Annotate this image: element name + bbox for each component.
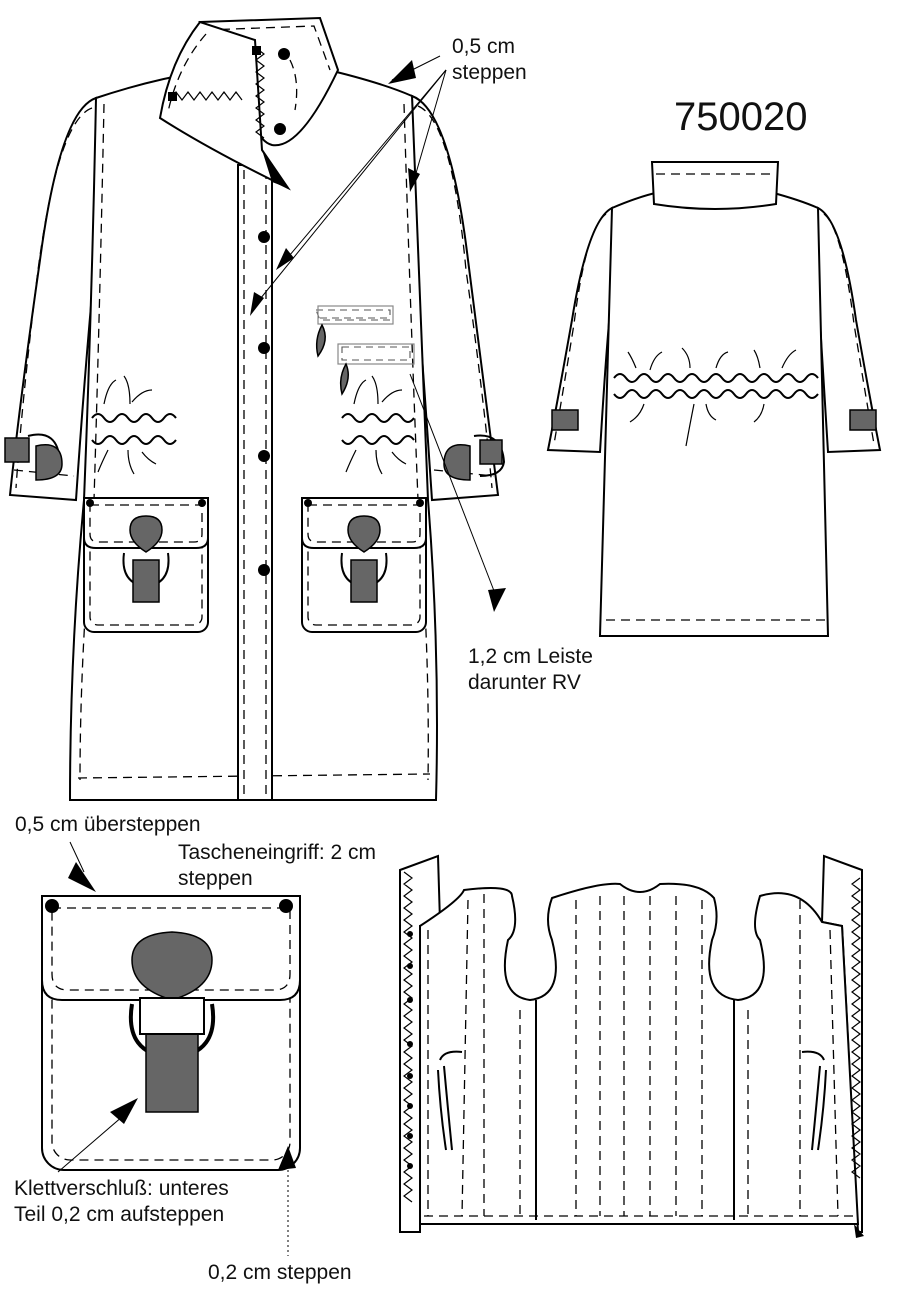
right-sleeve-tab bbox=[443, 434, 506, 481]
button-icon bbox=[258, 342, 270, 354]
front-left-pocket bbox=[83, 497, 209, 633]
right-waist-gathering bbox=[341, 375, 415, 475]
left-waist-gathering bbox=[91, 375, 177, 475]
back-view-jacket bbox=[546, 161, 882, 637]
placket-zip-label: 1,2 cm Leiste darunter RV bbox=[468, 645, 593, 694]
left-sleeve-tab bbox=[4, 433, 63, 481]
back-waist-gathering bbox=[613, 347, 819, 447]
top-callout-arrows bbox=[250, 55, 506, 612]
model-number: 750020 bbox=[674, 95, 808, 139]
chest-zipper-pockets bbox=[315, 305, 415, 396]
front-right-pocket bbox=[301, 497, 427, 633]
front-view-jacket bbox=[4, 16, 506, 801]
lining-inside-view bbox=[399, 854, 864, 1238]
back-body bbox=[598, 191, 830, 637]
back-collar bbox=[650, 161, 780, 210]
collar-stitch-label: 0,5 cm steppen bbox=[452, 35, 527, 84]
edge-stitch-label: 0,2 cm steppen bbox=[208, 1261, 352, 1284]
button-icon bbox=[258, 231, 270, 243]
pocket-detail bbox=[41, 841, 301, 1256]
placket-buttons bbox=[258, 231, 270, 576]
button-icon bbox=[258, 450, 270, 462]
button-icon bbox=[258, 564, 270, 576]
front-left-sleeve bbox=[8, 96, 97, 502]
velcro-label: Klettverschluß: unteres Teil 0,2 cm aufs… bbox=[14, 1177, 229, 1226]
pocket-topstitch-label: 0,5 cm übersteppen bbox=[15, 813, 201, 836]
front-placket bbox=[237, 164, 273, 801]
pocket-opening-label: Tascheneingriff: 2 cm steppen bbox=[178, 841, 377, 890]
